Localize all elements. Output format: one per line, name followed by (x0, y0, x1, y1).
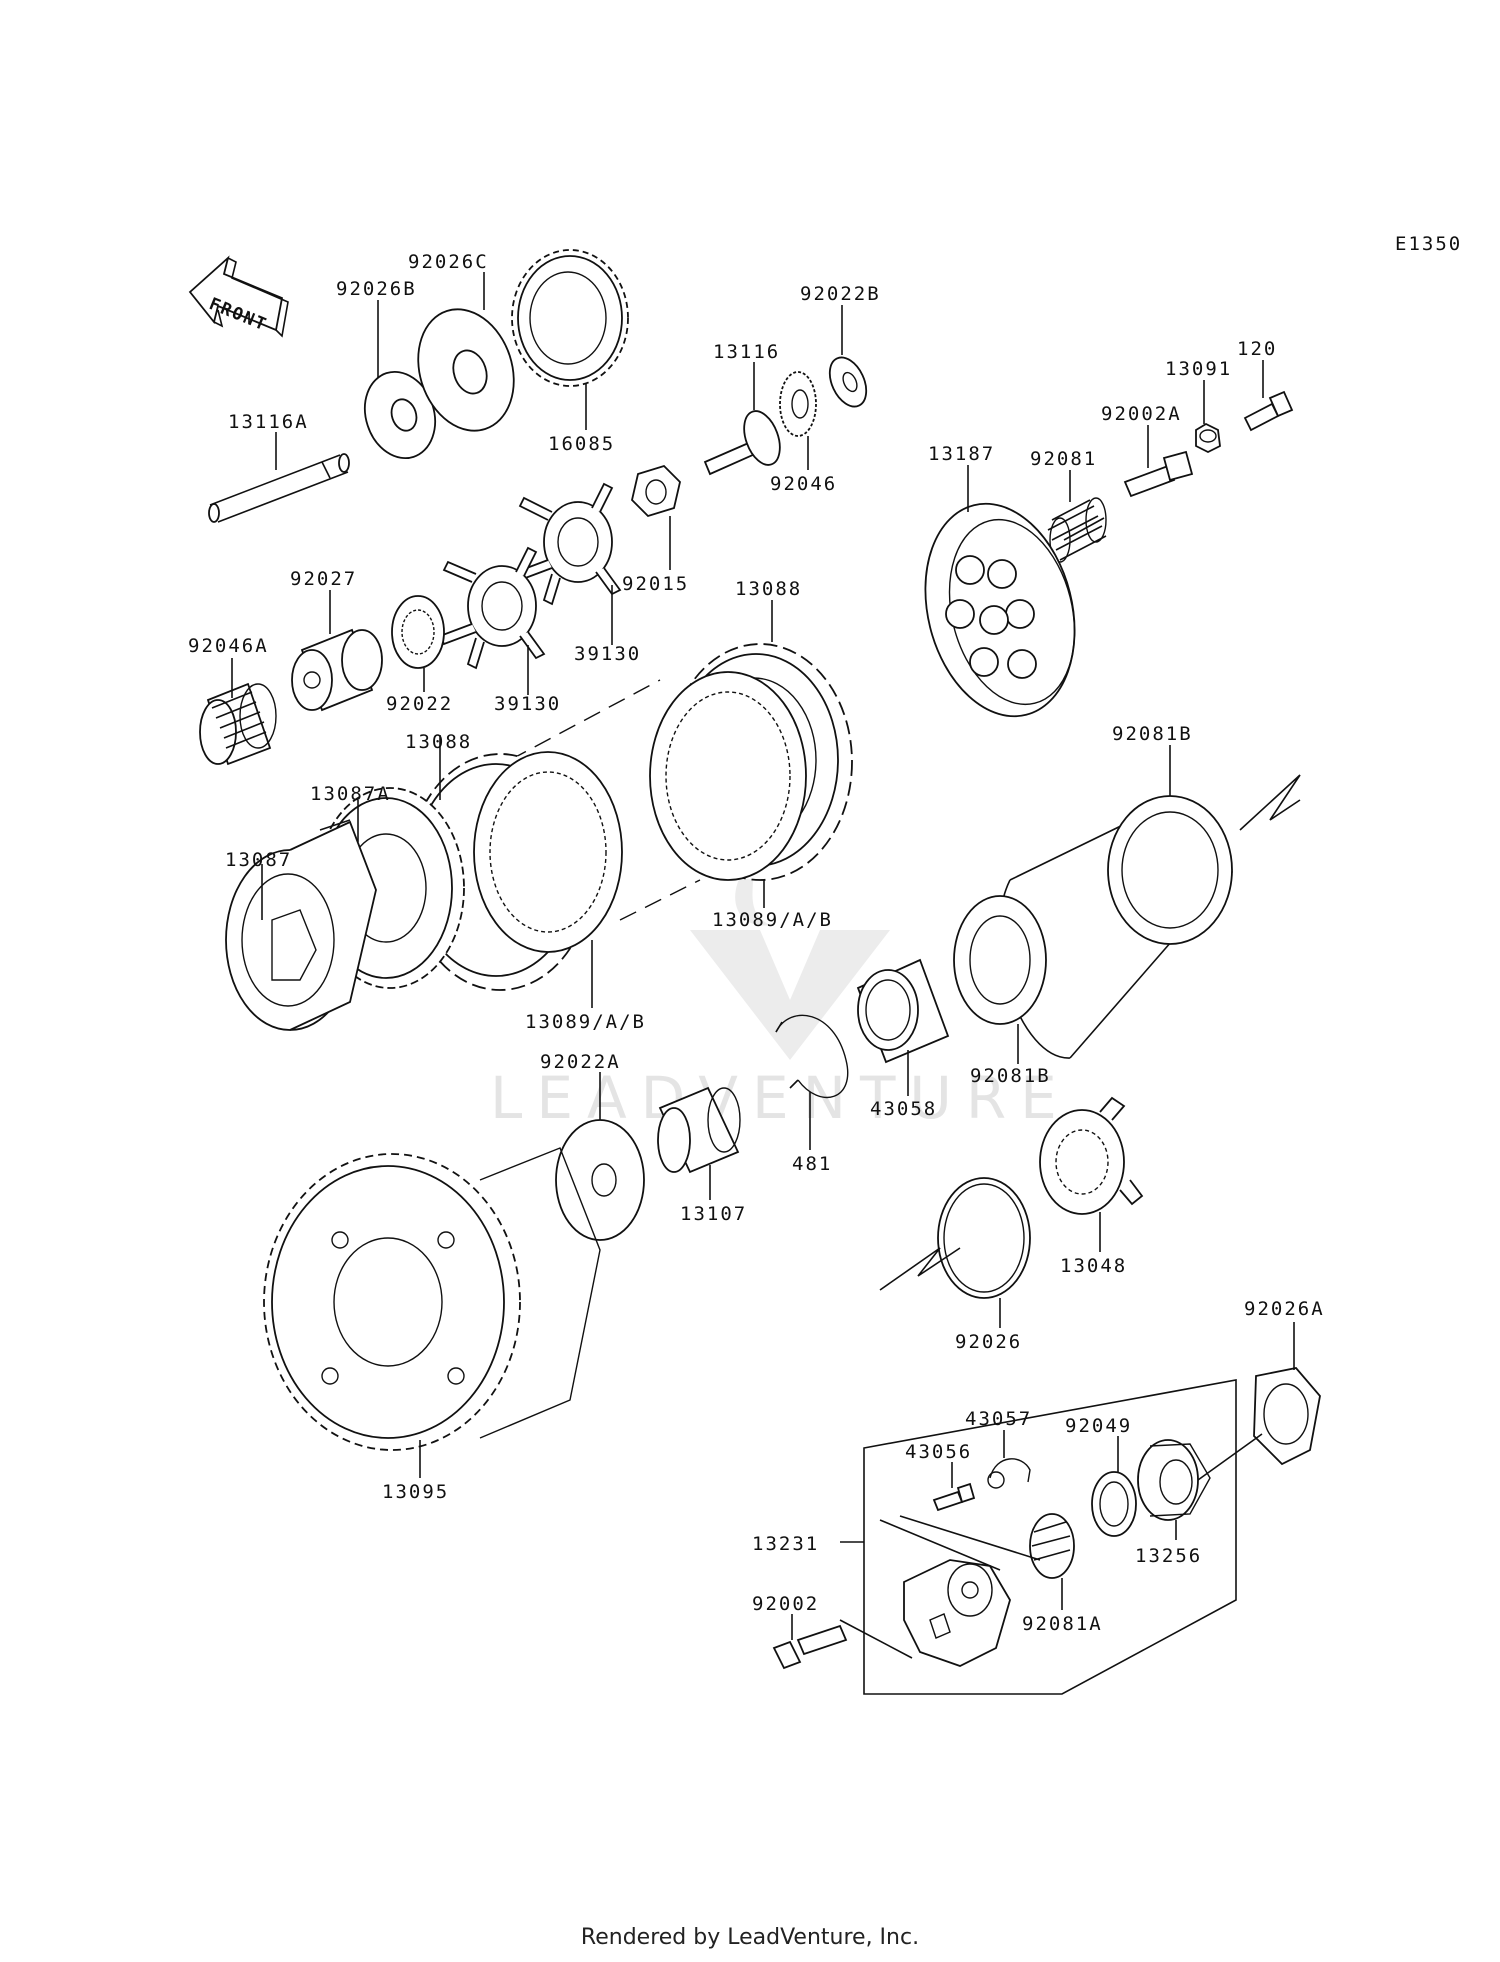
part-13087-clutch-housing-inner (225, 820, 377, 1031)
callout-13116A: 13116A (228, 411, 309, 433)
part-16085-gear (511, 249, 629, 387)
callout-13048: 13048 (1060, 1255, 1127, 1277)
part-92081A-spring (1029, 1513, 1075, 1579)
part-92015-nut (631, 464, 681, 518)
callout-43057: 43057 (965, 1408, 1032, 1430)
diagram-code: E1350 (1395, 233, 1462, 255)
part-13107-sleeve (657, 1086, 741, 1174)
part-13187-pressure-plate (924, 502, 1076, 718)
callout-13088a: 13088 (735, 578, 802, 600)
part-13048-guide (1039, 1096, 1144, 1215)
callout-43058: 43058 (870, 1098, 937, 1120)
callout-16085: 16085 (548, 433, 615, 455)
watermark: LEADVENTURE (490, 860, 1071, 1132)
part-43056-bleeder (932, 1482, 976, 1512)
callout-13116: 13116 (713, 341, 780, 363)
part-43058-sleeve (856, 958, 950, 1064)
part-92026C-washer (417, 308, 515, 432)
part-92002A-bolt (1123, 450, 1194, 498)
callout-92026A: 92026A (1244, 1298, 1325, 1320)
callout-13091: 13091 (1165, 358, 1232, 380)
callout-13089a: 13089/A/B (712, 909, 833, 931)
part-92026-oring (937, 1177, 1031, 1299)
part-92022-race (391, 595, 445, 669)
part-92026A-gasket (1253, 1367, 1321, 1466)
part-13091-collar (1195, 422, 1221, 454)
callout-92026C: 92026C (408, 251, 489, 273)
callout-481: 481 (792, 1153, 832, 1175)
callout-13089b: 13089/A/B (525, 1011, 646, 1033)
front-arrow-icon: FRONT (188, 255, 289, 338)
callout-92027: 92027 (290, 568, 357, 590)
part-481-snap-ring (775, 1014, 849, 1099)
callout-13087A: 13087A (310, 783, 391, 805)
callout-13187: 13187 (928, 443, 995, 465)
callout-39130a: 39130 (574, 643, 641, 665)
part-92046A-bearing (199, 682, 277, 766)
callout-92015: 92015 (622, 573, 689, 595)
part-92081-spring (1047, 497, 1107, 563)
part-92002-bolt (772, 1624, 848, 1670)
callout-92081Ba: 92081B (1112, 723, 1193, 745)
callout-92046A: 92046A (188, 635, 269, 657)
callout-43056: 43056 (905, 1441, 972, 1463)
part-92022B-washer (828, 356, 868, 408)
callout-92081A: 92081A (1022, 1613, 1103, 1635)
callout-92022B: 92022B (800, 283, 881, 305)
part-13231-slave-cylinder (903, 1559, 1011, 1667)
callout-92081: 92081 (1030, 448, 1097, 470)
part-13089-plate-lower (473, 751, 623, 953)
part-92026B-washer (364, 370, 436, 460)
callout-13231: 13231 (752, 1533, 819, 1555)
part-92049-seal (1091, 1471, 1137, 1537)
callout-92081Bb: 92081B (970, 1065, 1051, 1087)
callout-13088b: 13088 (405, 731, 472, 753)
callout-13107: 13107 (680, 1203, 747, 1225)
part-120-bolt (1243, 390, 1294, 432)
part-13095-clutch-housing (263, 1147, 601, 1451)
callout-13256: 13256 (1135, 1545, 1202, 1567)
part-13089-plate-top (649, 671, 807, 881)
callout-92049: 92049 (1065, 1415, 1132, 1437)
callout-92046: 92046 (770, 473, 837, 495)
part-92081B-seal (953, 895, 1047, 1025)
callout-92026: 92026 (955, 1331, 1022, 1353)
footer-credit: Rendered by LeadVenture, Inc. (580, 1925, 920, 1950)
callout-13095: 13095 (382, 1481, 449, 1503)
part-92027-collar (291, 628, 383, 712)
callout-92026B: 92026B (336, 278, 417, 300)
callout-92002A: 92002A (1101, 403, 1182, 425)
part-13256-bearing (1137, 1439, 1211, 1521)
callout-92002: 92002 (752, 1593, 819, 1615)
part-13116-shaft (703, 410, 781, 476)
part-43057-clip (987, 1458, 1031, 1489)
part-92022A-washer (555, 1119, 645, 1241)
part-13116A-shaft (208, 453, 350, 523)
callout-120: 120 (1237, 338, 1277, 360)
callout-13087: 13087 (225, 849, 292, 871)
part-92046-bearing (779, 371, 817, 437)
callout-92022A: 92022A (540, 1051, 621, 1073)
watermark-text: LEADVENTURE (490, 1064, 1071, 1132)
callout-39130b: 39130 (494, 693, 561, 715)
callout-92022: 92022 (386, 693, 453, 715)
